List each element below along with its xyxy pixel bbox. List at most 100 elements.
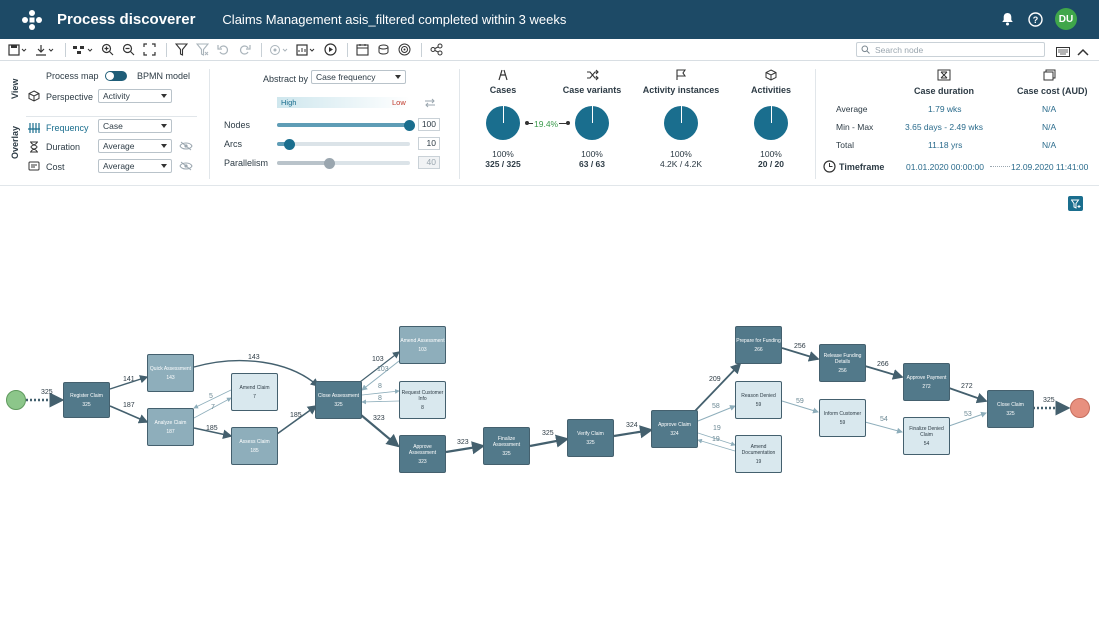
edge-approveclaim-reason	[697, 405, 736, 422]
edge-label: 187	[123, 402, 135, 409]
node-count: 325	[82, 401, 91, 408]
edge-request-close	[361, 399, 400, 405]
case-variant-ratio: 19.4%	[533, 119, 560, 129]
activities-title: Activities	[750, 85, 792, 95]
ratio-dot-right	[566, 121, 570, 125]
timeframe-start: 01.01.2020 00:00:00	[906, 162, 984, 172]
animation-settings-icon[interactable]	[267, 41, 291, 59]
add-filter-button[interactable]	[1068, 196, 1083, 211]
calendar-icon[interactable]	[353, 41, 371, 59]
swap-icon[interactable]	[424, 98, 436, 110]
redo-icon[interactable]	[235, 41, 253, 59]
total-cost: N/A	[1042, 140, 1057, 150]
cost-stat-icon	[1043, 69, 1056, 83]
cost-icon[interactable]	[374, 41, 392, 59]
filter-icon[interactable]	[172, 41, 190, 59]
parallelism-value-input[interactable]: 40	[418, 156, 440, 169]
hide-duration-eye-icon[interactable]	[179, 141, 193, 153]
zoom-in-icon[interactable]	[98, 41, 116, 59]
fit-screen-icon[interactable]	[140, 41, 158, 59]
node-count: 324	[670, 430, 679, 437]
help-icon[interactable]: ?	[1027, 11, 1043, 27]
arcs-value-input[interactable]: 10	[418, 137, 440, 150]
user-avatar[interactable]: DU	[1055, 8, 1077, 30]
panel-divider	[815, 69, 816, 179]
timeframe-end: 12.09.2020 11:41:00	[1011, 162, 1089, 172]
overlay-section-label: Overlay	[10, 125, 20, 159]
view-mode-toggle[interactable]	[105, 71, 127, 81]
duration-select[interactable]: Average	[98, 139, 172, 153]
save-icon[interactable]	[6, 41, 30, 59]
chart-view-icon[interactable]	[294, 41, 318, 59]
spiral-icon[interactable]	[395, 41, 413, 59]
end-node[interactable]	[1070, 398, 1090, 418]
timeframe-label: Timeframe	[839, 162, 885, 172]
abstract-by-select[interactable]: Case frequency	[311, 70, 406, 84]
perspective-icon	[28, 90, 40, 104]
frequency-select[interactable]: Case	[98, 119, 172, 133]
search-input[interactable]: Search node	[856, 42, 1045, 57]
parallelism-slider[interactable]	[277, 161, 410, 165]
instances-title: Activity instances	[642, 85, 720, 95]
cost-label: Cost	[46, 162, 65, 172]
perspective-label: Perspective	[46, 92, 94, 102]
node-count: 8	[421, 404, 424, 411]
nodes-value-input[interactable]: 100	[418, 118, 440, 131]
cost-select[interactable]: Average	[98, 159, 172, 173]
nodes-slider-handle[interactable]	[404, 119, 415, 131]
zoom-out-icon[interactable]	[119, 41, 137, 59]
minmax-label: Min - Max	[836, 122, 874, 132]
edge-amend-close	[361, 360, 400, 391]
layout-icon[interactable]	[71, 41, 95, 59]
download-icon[interactable]	[33, 41, 57, 59]
duration-label: Duration	[46, 142, 81, 152]
cases-pct: 100%	[492, 149, 514, 159]
edge-assess-close	[276, 405, 318, 435]
edge-label: 324	[626, 422, 638, 429]
share-icon[interactable]	[427, 41, 445, 59]
frequency-label: Frequency	[46, 123, 89, 133]
node-count: 187	[166, 428, 175, 435]
parallelism-slider-handle[interactable]	[324, 157, 335, 169]
play-icon[interactable]	[321, 41, 339, 59]
undo-icon[interactable]	[214, 41, 232, 59]
timeframe-arrow	[990, 166, 1010, 167]
node-count: 323	[418, 458, 427, 465]
start-node[interactable]	[6, 390, 26, 410]
cases-title: Cases	[489, 85, 517, 95]
node-label: Analyze Claim	[154, 419, 187, 426]
collapse-chevron-icon[interactable]	[1077, 44, 1089, 62]
average-cost: N/A	[1042, 104, 1057, 114]
node-count: 19	[755, 458, 762, 465]
arcs-slider-handle[interactable]	[284, 138, 295, 150]
node-analyze-claim[interactable]: Analyze Claim 187	[147, 408, 194, 446]
arcs-slider[interactable]	[277, 142, 410, 146]
edge-label: 272	[961, 383, 973, 390]
keyboard-icon[interactable]	[1056, 44, 1070, 62]
perspective-select[interactable]: Activity	[98, 89, 172, 103]
bell-icon[interactable]	[999, 11, 1015, 27]
hide-cost-eye-icon[interactable]	[179, 161, 193, 173]
clear-filter-icon[interactable]	[193, 41, 211, 59]
node-count: 185	[250, 447, 259, 454]
